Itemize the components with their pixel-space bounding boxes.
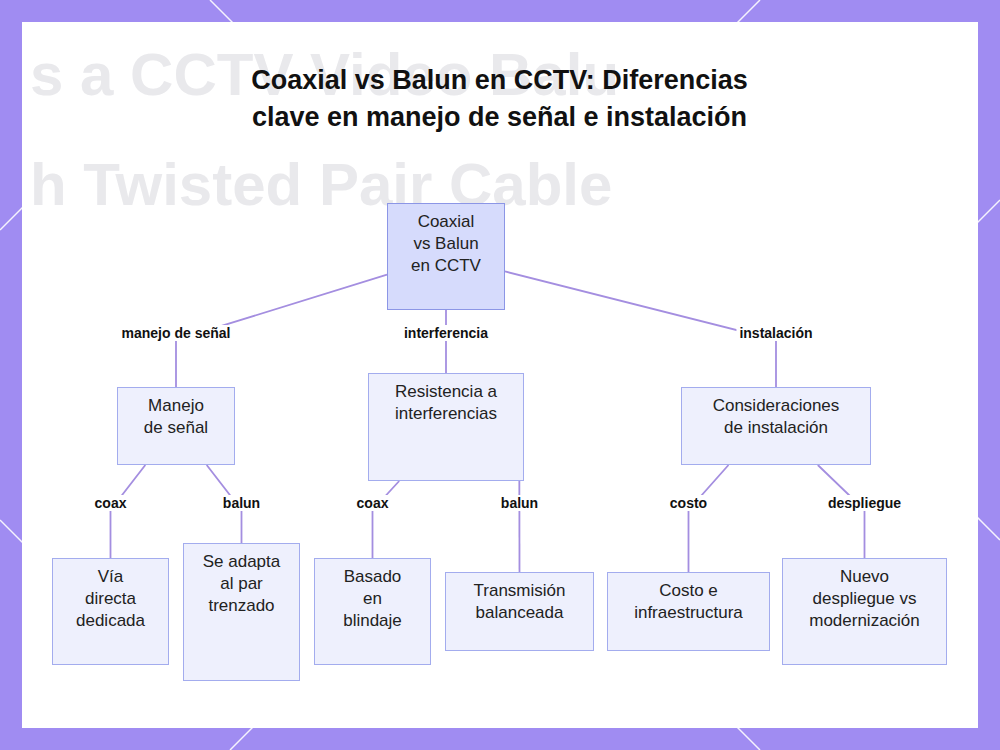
edge-label: despliegue — [825, 495, 904, 511]
connector-line — [505, 271, 776, 387]
node-text: Manejo de señal — [138, 395, 214, 439]
watermark-text: h Twisted Pair Cable — [30, 150, 612, 219]
node-text: Consideraciones de instalación — [701, 395, 851, 439]
edge-label: balun — [220, 495, 263, 511]
connector-line — [445, 310, 447, 373]
connector-line — [373, 481, 400, 558]
node-text: Se adapta al par trenzado — [200, 551, 284, 617]
node-text: Coaxial vs Balun en CCTV — [408, 211, 484, 277]
topic-box: Resistencia a interferencias — [368, 373, 524, 481]
topic-box: Transmisión balanceada — [445, 572, 594, 651]
node-text: Costo e infraestructura — [619, 580, 759, 624]
node-text: Basado en blindaje — [335, 566, 410, 632]
edge-label: interferencia — [401, 325, 491, 341]
edge-label: coax — [92, 495, 130, 511]
root-box: Coaxial vs Balun en CCTV — [387, 203, 505, 310]
topic-box: Se adapta al par trenzado — [183, 543, 300, 681]
edge-label: coax — [354, 495, 392, 511]
node-text: Nuevo despliegue vs modernización — [805, 566, 925, 632]
node-text: Transmisión balanceada — [455, 580, 585, 624]
connector-line — [689, 465, 729, 572]
topic-box: Nuevo despliegue vs modernización — [782, 558, 947, 665]
edge-label: instalación — [736, 325, 815, 341]
diagram-title: Coaxial vs Balun en CCTV: Diferencias cl… — [227, 62, 772, 136]
node-text: Resistencia a interferencias — [376, 381, 516, 425]
edge-label: manejo de señal — [119, 325, 234, 341]
node-text: Vía directa dedicada — [73, 566, 148, 632]
connector-line — [818, 465, 865, 558]
topic-box: Basado en blindaje — [314, 558, 431, 665]
topic-box: Vía directa dedicada — [52, 558, 169, 665]
topic-box: Costo e infraestructura — [607, 572, 770, 651]
topic-box: Manejo de señal — [117, 387, 235, 465]
topic-box: Consideraciones de instalación — [681, 387, 871, 465]
edge-label: costo — [667, 495, 710, 511]
connector-line — [111, 465, 146, 558]
edge-label: balun — [498, 495, 541, 511]
